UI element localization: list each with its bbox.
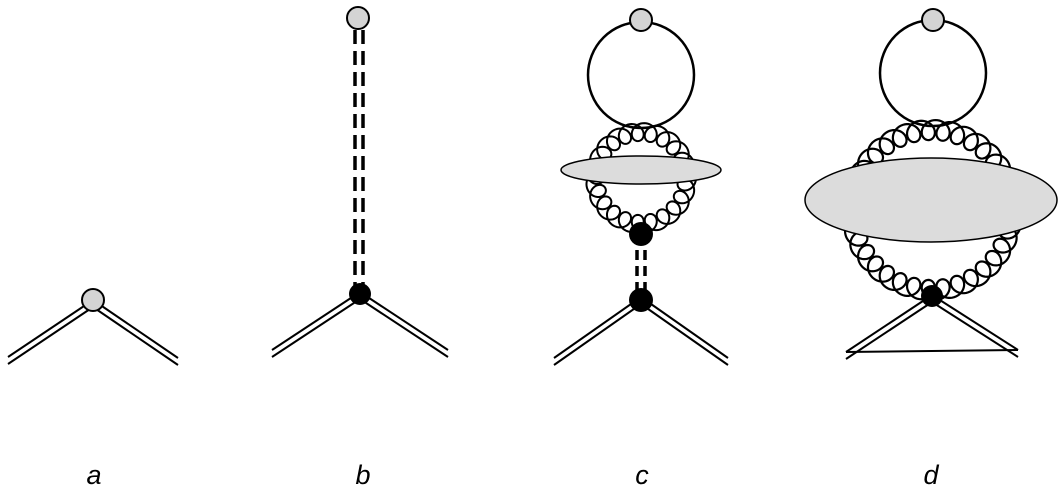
panel-c	[553, 8, 729, 366]
panel-d-label: d	[923, 460, 939, 490]
panel-c-black-vertex	[629, 288, 653, 312]
panel-b-dashed-propagator	[353, 30, 365, 288]
panel-a-legs	[7, 299, 179, 366]
panel-d-legs	[845, 294, 1019, 360]
panel-d-grey-source	[921, 8, 945, 32]
panel-c-legs	[553, 296, 729, 366]
panel-c-grey-blob	[560, 155, 722, 185]
panel-b-black-vertex	[349, 283, 371, 305]
panel-a-grey-vertex	[81, 288, 105, 312]
panel-d-quark-loop	[878, 18, 988, 128]
panel-c-dashed-propagator	[635, 250, 647, 290]
panel-c-upper-vertex	[629, 222, 653, 246]
panel-c-quark-loop	[586, 20, 696, 130]
panel-c-label: c	[635, 460, 649, 490]
panel-b	[271, 6, 449, 358]
panel-b-legs	[271, 291, 449, 358]
panel-d	[804, 8, 1058, 360]
panel-b-label: b	[355, 460, 371, 490]
panel-a	[7, 288, 179, 366]
panel-d-grey-blob	[804, 157, 1058, 243]
panel-b-grey-source	[346, 6, 370, 30]
panel-a-label: a	[86, 460, 102, 490]
panel-c-grey-source	[629, 8, 653, 32]
panel-d-black-vertex	[921, 285, 943, 307]
